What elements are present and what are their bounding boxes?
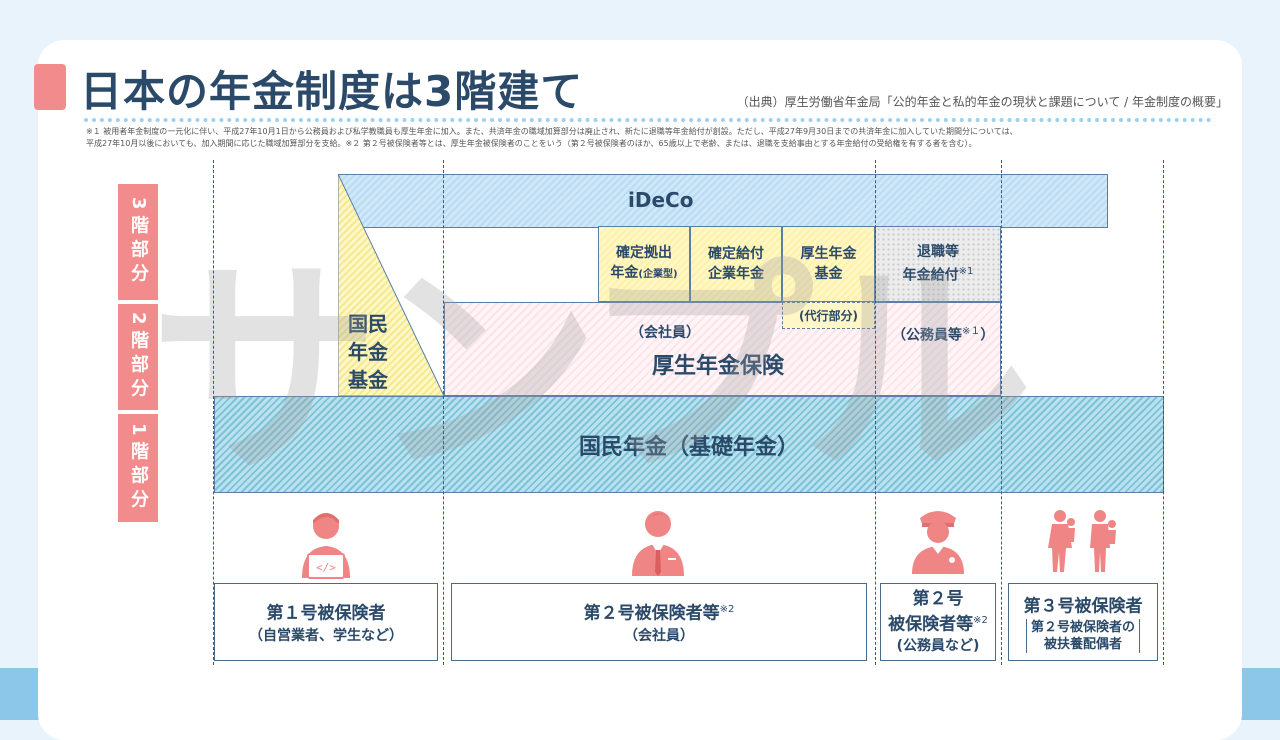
column-divider [875,160,876,665]
koumuin-text: （公務員等 [892,327,962,344]
taishoku-line1: 退職等 [917,244,959,261]
category-sub: （会社員） [624,627,694,644]
parent-child-icon [1048,510,1116,572]
kakutei-kyoshutsu-line1: 確定拠出 [615,245,672,261]
category-title: 第３号被保険者 [1023,596,1143,617]
category-note: ※2 [719,604,735,616]
category-sub: 第２号被保険者の 被扶養配偶者 [1025,618,1140,653]
taishoku-nenkin-block: 退職等年金給付※1 [875,226,1001,302]
page-title: 日本の年金制度は3階建て [80,67,584,116]
dotted-divider [84,118,1212,122]
column-divider [443,160,444,665]
kakutei-kyoshutsu-type: (企業型) [638,269,678,280]
ideco-block [338,174,1108,228]
svg-text:</>: </> [316,561,336,574]
source-citation: （出典）厚生労働省年金局「公的年金と私的年金の現状と課題について / 年金制度の… [736,95,1228,109]
police-officer-icon [912,511,964,574]
category-box-2: 第２号被保険者等※2 （会社員） [451,583,867,661]
column-divider [1001,160,1002,665]
koumuin-close: ） [980,327,995,344]
sample-watermark: サンプル [150,239,1033,506]
person-laptop-icon: </> [302,513,350,579]
title-accent [34,64,66,110]
layer-label-first: 1階部分 [118,414,158,522]
kakutei-kyufu-block: 確定給付 企業年金 [690,226,782,302]
layer-label-second: 2階部分 [118,304,158,410]
layer-label-third: 3階部分 [118,184,158,300]
koumuin-note: ※１ [962,326,981,337]
category-title: 第１号被保険者 [266,603,386,624]
category-note: ※2 [973,615,988,627]
kokumin-kikin-label: 国民 年金 基金 [348,312,388,392]
kousei-sub-label: （会社員） [630,325,700,341]
daikou-block: (代行部分) [782,302,875,329]
category-box-1: 第１号被保険者 （自営業者、学生など） [214,583,438,661]
taishoku-line2: 年金給付 [902,267,959,284]
kokumin-kikin-block [338,174,444,396]
kakutei-kyoshutsu-block: 確定拠出年金(企業型) [598,226,690,302]
kakutei-kyoshutsu-line2: 年金 [610,265,639,281]
category-sub: （自営業者、学生など） [249,627,403,644]
taishoku-note: ※1 [958,266,974,278]
koumuin-label: （公務員等※１） [892,322,994,345]
column-divider [1163,160,1164,665]
footnotes: ※１ 被用者年金制度の一元化に伴い、平成27年10月1日から公務員および私学教職… [86,127,1018,148]
kousei-kikin-block: 厚生年金 基金 [782,226,875,302]
businessman-icon [632,511,684,576]
column-divider [213,160,214,665]
category-title: 第２号被保険者等 [583,603,720,624]
category-sub: (公務員など) [896,637,980,654]
kousei-nenkin-block [444,302,1001,396]
kousei-main-label: 厚生年金保険 [652,354,785,379]
category-title: 第２号 被保険者等 [888,589,974,635]
category-box-4: 第３号被保険者 第２号被保険者の 被扶養配偶者 [1008,583,1158,661]
ideco-label: iDeCo [628,188,694,212]
category-box-3: 第２号 被保険者等※2 (公務員など) [880,583,996,661]
kiso-nenkin-block: 国民年金（基礎年金） [214,396,1164,493]
